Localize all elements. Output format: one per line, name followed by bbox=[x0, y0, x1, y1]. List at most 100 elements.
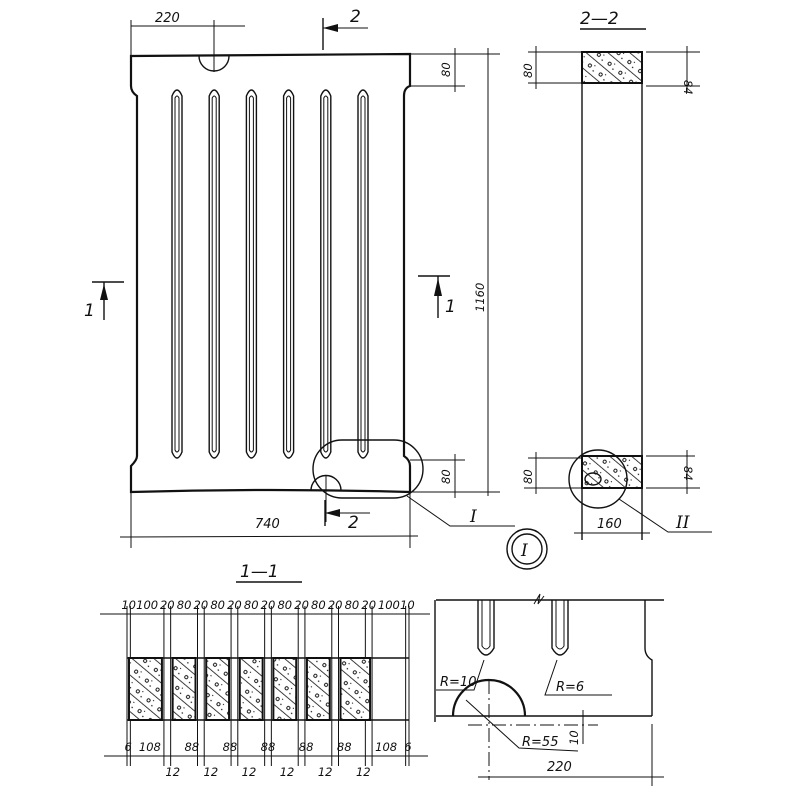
section-2-2-title: 2—2 bbox=[580, 9, 619, 29]
r10-label: R=10 bbox=[440, 675, 476, 690]
dim-80-top-label: 80 bbox=[439, 62, 453, 77]
section-1-1-gap-dim-label: 12 bbox=[204, 765, 219, 779]
section-1-1-top-dim-label: 100 bbox=[136, 598, 158, 612]
section-1-1-top-dim-label: 20 bbox=[160, 598, 175, 612]
section-2-2-top-hatch bbox=[581, 51, 643, 84]
section-1-label-left: 1 bbox=[84, 301, 95, 321]
section-2-label-top: 2 bbox=[350, 7, 361, 27]
section-1-1-title: 1—1 bbox=[240, 562, 279, 582]
channel-outer bbox=[245, 89, 258, 459]
dim-2-2-80-top-label: 80 bbox=[521, 63, 535, 78]
r55-leader bbox=[465, 699, 579, 752]
detail-I-break-mark bbox=[533, 593, 545, 605]
section-2-2: 2—2 80 84 80 84 II 160 bbox=[521, 9, 712, 540]
dim-160-label: 160 bbox=[597, 517, 622, 532]
r10-leader bbox=[436, 659, 485, 691]
dim-740-label: 740 bbox=[255, 517, 280, 532]
section-1-1-gap-dim-label: 12 bbox=[242, 765, 257, 779]
detail-I-dim-220-label: 220 bbox=[547, 760, 572, 775]
detail-I-marker: I bbox=[506, 528, 548, 570]
section-1-1-bottom-dim-label: 88 bbox=[223, 740, 238, 754]
section-1-1-bottom-dim-label: 6 bbox=[124, 740, 131, 754]
section-1-arrow-right bbox=[434, 278, 442, 296]
section-1-arrow-left bbox=[100, 284, 108, 300]
section-1-1-web-lines bbox=[126, 606, 410, 766]
section-1-1-bottom-dim-label: 108 bbox=[139, 740, 161, 754]
section-2-2-anchor-hole bbox=[584, 472, 602, 486]
channel-inner bbox=[323, 95, 329, 453]
section-1-1-top-dim-label: 80 bbox=[311, 598, 326, 612]
detail-I-groove-1-outer bbox=[477, 600, 495, 656]
front-view: I 220 2 2 1 1 80 1160 bbox=[84, 7, 515, 548]
section-1-1-cell bbox=[272, 657, 298, 721]
dim-1160-label: 1160 bbox=[473, 283, 487, 312]
section-1-1-top-dim-label: 100 bbox=[378, 598, 400, 612]
channel-outer bbox=[282, 89, 295, 459]
detail-II-callout-label: II bbox=[675, 513, 690, 533]
channel-outer bbox=[320, 89, 332, 459]
section-1-1-top-dim-label: 20 bbox=[194, 598, 209, 612]
dim-80-bottom-label: 80 bbox=[439, 469, 453, 484]
section-1-1-bottom-dim-label: 6 bbox=[404, 740, 411, 754]
detail-I-leader bbox=[406, 495, 515, 527]
section-1-1-bottom-dim-label: 88 bbox=[299, 740, 314, 754]
detail-I-marker-label: I bbox=[520, 541, 528, 561]
panel-outline bbox=[129, 52, 412, 494]
section-1-1-top-dim-label: 80 bbox=[210, 598, 225, 612]
section-1-1-top-dim-label: 20 bbox=[261, 598, 276, 612]
section-1-1-gap-dim-label: 12 bbox=[280, 765, 295, 779]
section-1-1-cell bbox=[171, 657, 197, 721]
dim-220-label: 220 bbox=[155, 11, 180, 26]
section-1-1-cells bbox=[127, 657, 409, 721]
channel-group bbox=[171, 89, 369, 459]
dim-line-740 bbox=[119, 535, 419, 538]
channel-inner bbox=[174, 95, 180, 453]
section-1-1-bottom-dim-label: 88 bbox=[337, 740, 352, 754]
section-2-arrow-top bbox=[323, 24, 338, 32]
section-1-1-gap-dims: 12 12 12 12 12 12 bbox=[165, 765, 370, 779]
dim-2-2-84-bottom-label: 84 bbox=[681, 466, 695, 481]
detail-II-callout-circle bbox=[568, 449, 628, 509]
section-1-1-cell bbox=[205, 657, 231, 721]
channel-inner bbox=[248, 95, 254, 453]
section-1-1-bottom-dims: 6 108 88 88 88 88 88 108 6 bbox=[124, 740, 411, 754]
section-2-arrow-bottom bbox=[325, 509, 340, 517]
section-1-1-bottom-dim-label: 88 bbox=[184, 740, 199, 754]
detail-I-groove-2-outer bbox=[551, 600, 569, 656]
section-1-1-top-dim-label: 20 bbox=[227, 598, 242, 612]
section-1-1-top-dim-label: 80 bbox=[244, 598, 259, 612]
dim-2-2-80-bottom-label: 80 bbox=[521, 469, 535, 484]
section-1-1-gap-dim-label: 12 bbox=[356, 765, 371, 779]
section-1-label-right: 1 bbox=[445, 297, 456, 317]
section-1-1-cell bbox=[128, 657, 163, 721]
r6-label: R=6 bbox=[556, 680, 584, 695]
section-1-1-gap-dim-label: 12 bbox=[165, 765, 180, 779]
section-2-2-bottom-hatch bbox=[581, 455, 643, 489]
section-1-1-top-dim-label: 20 bbox=[294, 598, 309, 612]
channel-outer bbox=[208, 89, 220, 459]
section-1-1-cell bbox=[305, 657, 331, 721]
section-1-1-top-dim-label: 10 bbox=[121, 598, 136, 612]
section-1-1-top-dim-label: 80 bbox=[177, 598, 192, 612]
detail-I-groove-2-inner bbox=[555, 600, 565, 650]
detail-I-right-edge bbox=[644, 600, 653, 716]
detail-I: R=10 R=6 R=55 10 220 bbox=[434, 593, 664, 786]
section-1-1-bottom-dim-label: 88 bbox=[261, 740, 276, 754]
channel-outer bbox=[357, 89, 369, 459]
channel-inner bbox=[211, 95, 217, 453]
section-1-1-top-dim-label: 20 bbox=[328, 598, 343, 612]
section-1-1-gap-dim-label: 12 bbox=[318, 765, 333, 779]
detail-I-callout-ellipse bbox=[312, 439, 424, 499]
r55-label: R=55 bbox=[522, 735, 558, 750]
channel-inner bbox=[286, 95, 292, 453]
section-2-label-bottom: 2 bbox=[348, 513, 359, 533]
dim-2-2-84-top-label: 84 bbox=[681, 80, 695, 95]
channel-outer bbox=[171, 89, 183, 459]
section-1-1-top-dim-label: 80 bbox=[345, 598, 360, 612]
section-1-1-bottom-dim-label: 108 bbox=[375, 740, 397, 754]
detail-I-groove-1-inner bbox=[481, 600, 491, 650]
bottom-anchor-hole bbox=[310, 474, 342, 492]
